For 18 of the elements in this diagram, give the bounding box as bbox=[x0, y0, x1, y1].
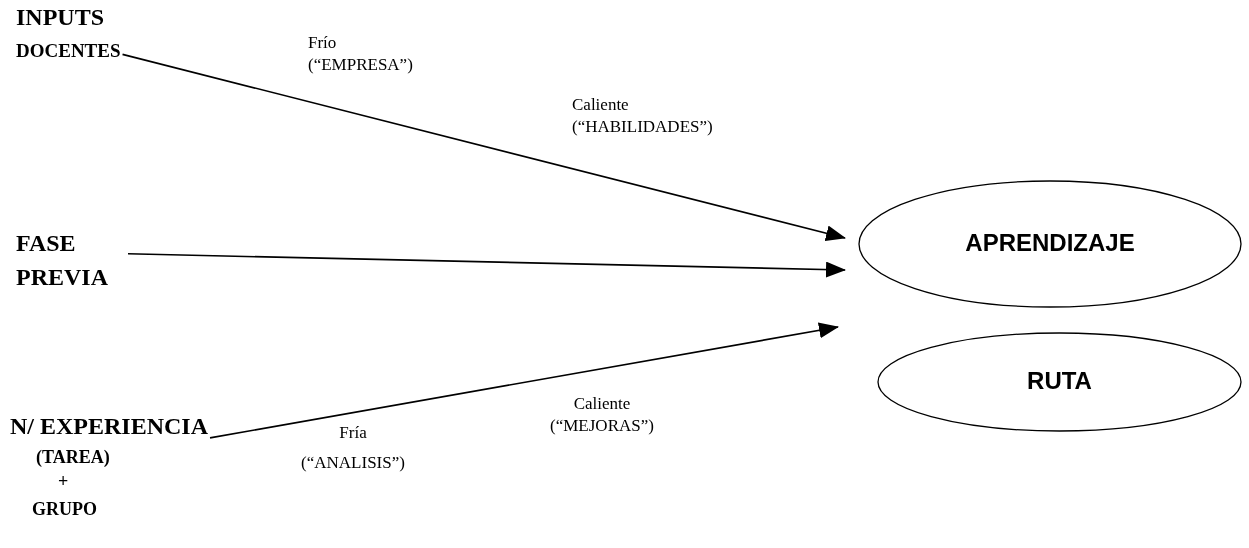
ellipse-node bbox=[877, 332, 1242, 432]
node-label: INPUTS bbox=[16, 4, 105, 32]
node-label: FASE PREVIA bbox=[16, 229, 109, 292]
node-label: DOCENTES bbox=[16, 40, 121, 62]
node-label: (TAREA) bbox=[36, 447, 110, 468]
edge-annotation: Caliente (“HABILIDADES”) bbox=[572, 94, 714, 139]
node-label: GRUPO bbox=[32, 499, 97, 520]
arrow bbox=[121, 53, 846, 242]
arrow bbox=[127, 253, 846, 278]
ellipse-node bbox=[858, 180, 1242, 308]
node-label: RUTA bbox=[1026, 367, 1093, 395]
node-label: APRENDIZAJE bbox=[964, 229, 1136, 257]
node-label: + bbox=[58, 471, 69, 492]
arrow bbox=[209, 322, 839, 439]
edge-annotation: Caliente (“MEJORAS”) bbox=[549, 393, 655, 438]
edge-annotation: Fría (“ANALISIS”) bbox=[300, 422, 406, 474]
edge-annotation: Frío (“EMPRESA”) bbox=[308, 32, 414, 77]
node-label: N/ EXPERIENCIA bbox=[10, 413, 209, 441]
